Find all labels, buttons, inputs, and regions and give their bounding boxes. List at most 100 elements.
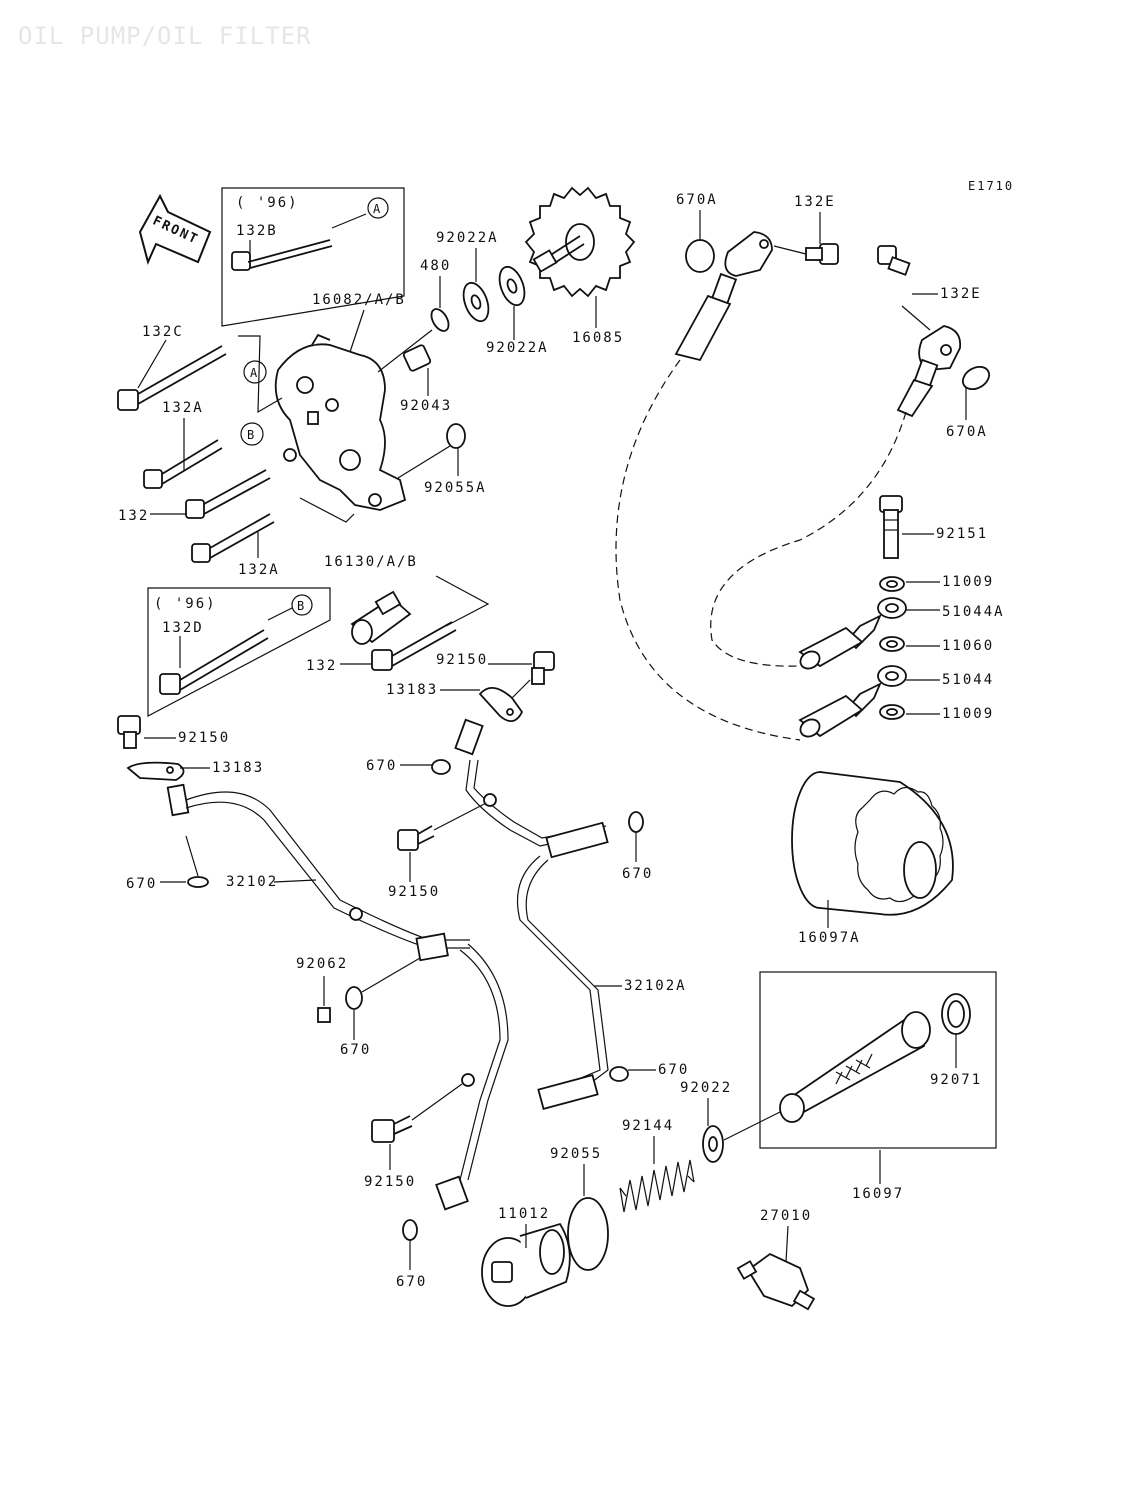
part-label-51044: 51044 (942, 672, 994, 688)
part-label-27010: 27010 (760, 1208, 812, 1224)
bolt-92150-left-icon (117, 715, 141, 749)
part-label-92150-bottom: 92150 (364, 1174, 416, 1190)
part-label-16082: 16082/A/B (312, 292, 406, 308)
part-label-92055a: 92055A (424, 480, 487, 496)
part-label-11012: 11012 (498, 1206, 550, 1222)
part-label-132d: 132D (162, 620, 204, 636)
pipe-32102-icon (166, 783, 509, 1211)
part-label-670-left: 670 (126, 876, 157, 892)
plate-13183-left-icon (126, 761, 185, 781)
part-label-670-pipe: 670 (658, 1062, 689, 1078)
bolt-132-left-icon (185, 469, 271, 519)
washer-92022a-upper-icon (462, 281, 490, 323)
banjo-fitting-right-icon (896, 325, 962, 418)
part-label-16097: 16097 (852, 1186, 904, 1202)
part-label-16085: 16085 (572, 330, 624, 346)
bolt-92150-bottom-icon (371, 1115, 413, 1143)
plug-92062-icon (317, 1007, 331, 1023)
plate-13183-mid-icon (478, 687, 524, 722)
oring-670-pipe-icon (609, 1066, 629, 1082)
washer-11009-top-icon (879, 576, 905, 592)
part-label-92150-lower: 92150 (388, 884, 440, 900)
oring-670-right-icon (628, 811, 644, 833)
part-label-92150-left: 92150 (178, 730, 230, 746)
part-label-670-mid: 670 (366, 758, 397, 774)
oring-670-lower-icon (345, 986, 363, 1010)
oil-filter-16097-box: 92071 (759, 971, 997, 1149)
pin-92043-icon (402, 344, 432, 372)
relief-valve-16130-icon (350, 590, 412, 645)
gear-16085-icon (524, 186, 636, 298)
bolt-92150-mid-icon (531, 651, 555, 685)
bolt-132-mid-icon (371, 621, 457, 671)
front-arrow-icon: FRONT (138, 193, 212, 265)
spring-92144-icon (619, 1159, 695, 1213)
year-96-label-a: ( '96) (236, 195, 299, 211)
part-label-92150-mid: 92150 (436, 652, 488, 668)
washer-92022a-lower-icon (498, 265, 526, 307)
part-label-92055: 92055 (550, 1146, 602, 1162)
filter-element-16097-icon (779, 1011, 931, 1123)
hose-fitting-51044a-icon (798, 597, 907, 670)
oring-670-bottom-icon (402, 1219, 418, 1241)
bolt-132a-lower-icon (191, 513, 275, 563)
page-title: OIL PUMP/OIL FILTER (18, 22, 312, 50)
bolt-132e-top-icon (805, 243, 839, 265)
oring-670-left-icon (187, 876, 209, 888)
part-label-670-bottom: 670 (396, 1274, 427, 1290)
part-label-16097a: 16097A (798, 930, 861, 946)
oring-670-mid-icon (431, 759, 451, 775)
washer-11009-bottom-icon (879, 704, 905, 720)
part-label-92062: 92062 (296, 956, 348, 972)
washer-11060-icon (879, 636, 905, 652)
oring-670a-right-icon (961, 365, 991, 391)
part-label-132c: 132C (142, 324, 184, 340)
banjo-bolt-92151-icon (879, 495, 903, 559)
part-label-92144: 92144 (622, 1118, 674, 1134)
bolt-132e-right-icon (877, 245, 911, 276)
part-label-92022a-bottom: 92022A (486, 340, 549, 356)
oring-480-icon (430, 308, 450, 332)
oil-pump-16082-icon (274, 333, 407, 511)
part-label-670a-right: 670A (946, 424, 988, 440)
part-label-132-mid: 132 (306, 658, 337, 674)
part-label-92022: 92022 (680, 1080, 732, 1096)
bolt-132d-icon (159, 629, 269, 695)
part-label-132b: 132B (236, 223, 278, 239)
part-label-132a-lower: 132A (238, 562, 280, 578)
part-label-16130: 16130/A/B (324, 554, 418, 570)
oil-filter-16097a-icon (791, 771, 954, 916)
part-label-480: 480 (420, 258, 451, 274)
part-label-132a-upper: 132A (162, 400, 204, 416)
bolt-132a-upper-icon (143, 439, 223, 489)
part-label-11060: 11060 (942, 638, 994, 654)
part-label-670-lower: 670 (340, 1042, 371, 1058)
part-label-32102: 32102 (226, 874, 278, 890)
part-label-13183-mid: 13183 (386, 682, 438, 698)
part-label-670-right: 670 (622, 866, 653, 882)
part-label-92151: 92151 (936, 526, 988, 542)
part-label-132e-right: 132E (940, 286, 982, 302)
callout-a-pump: A (250, 366, 258, 380)
part-label-132-left: 132 (118, 508, 149, 524)
part-label-13183-left: 13183 (212, 760, 264, 776)
washer-92022-icon (702, 1125, 724, 1163)
pipe-32102a-icon (454, 718, 609, 1111)
bolt-92150-lower-icon (397, 825, 435, 851)
diagram-code: E1710 (968, 179, 1014, 193)
part-label-92043: 92043 (400, 398, 452, 414)
year-96-box-a: ( '96) 132B A (221, 187, 405, 327)
pressure-switch-27010-icon (736, 1252, 816, 1311)
year-96-label-b: ( '96) (154, 596, 217, 612)
oring-92071-icon (941, 993, 971, 1035)
callout-b-box: B (297, 599, 304, 613)
bolt-132c-icon (117, 345, 227, 411)
part-label-132e-top: 132E (794, 194, 836, 210)
hose-fitting-51044-icon (798, 665, 907, 738)
oring-670a-top-icon (685, 239, 715, 273)
part-label-11009-bottom: 11009 (942, 706, 994, 722)
bolt-132b-icon (231, 239, 333, 271)
bypass-valve-11012-icon (481, 1222, 571, 1307)
oring-92055a-icon (446, 423, 466, 449)
